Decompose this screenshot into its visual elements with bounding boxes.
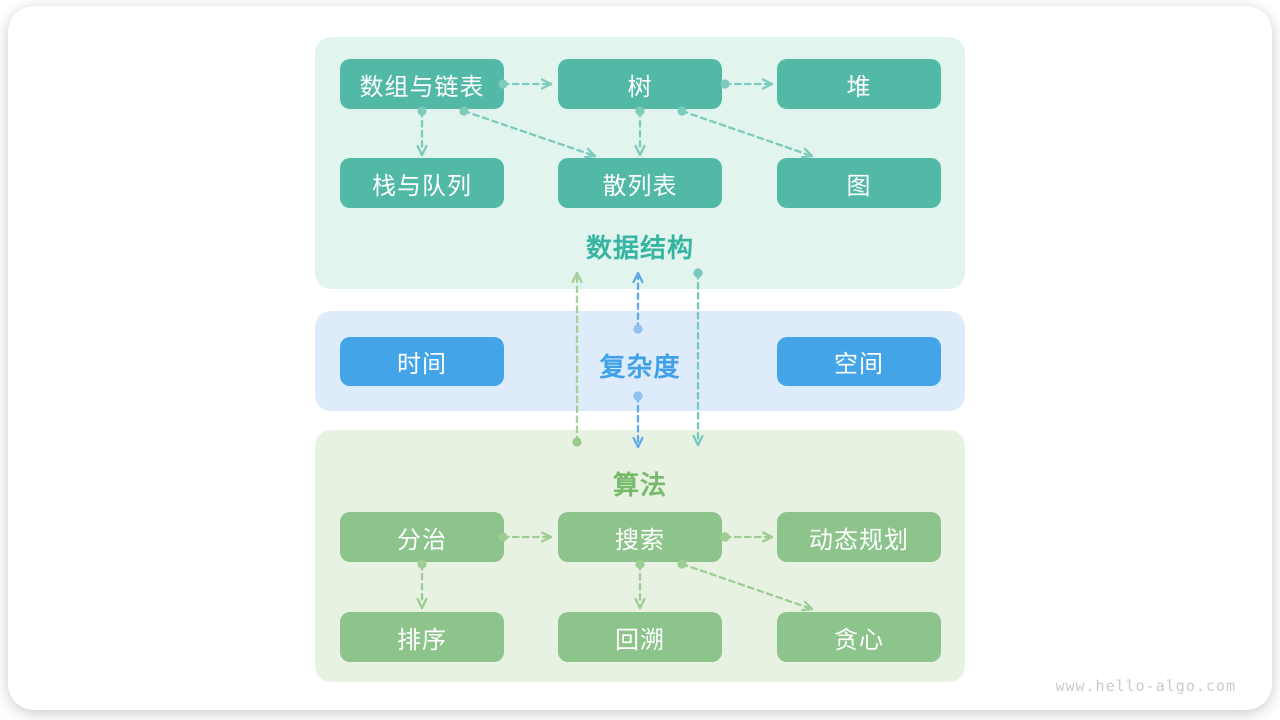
- node-stack-queue: 栈与队列: [340, 158, 504, 208]
- node-divide-conquer: 分治: [340, 512, 504, 562]
- node-heap: 堆: [777, 59, 941, 109]
- node-search: 搜索: [558, 512, 722, 562]
- watermark-url: www.hello-algo.com: [1055, 677, 1236, 695]
- node-dynamic-programming: 动态规划: [777, 512, 941, 562]
- node-time: 时间: [340, 337, 504, 386]
- label-complexity: 复杂度: [599, 352, 681, 382]
- node-tree: 树: [558, 59, 722, 109]
- label-data-structures: 数据结构: [585, 233, 694, 263]
- node-backtracking: 回溯: [558, 612, 722, 662]
- node-sorting: 排序: [340, 612, 504, 662]
- node-arrays-linked-lists: 数组与链表: [340, 59, 504, 109]
- node-space: 空间: [777, 337, 941, 386]
- label-algorithms: 算法: [612, 470, 667, 500]
- node-graph: 图: [777, 158, 941, 208]
- node-greedy: 贪心: [777, 612, 941, 662]
- node-hash-table: 散列表: [558, 158, 722, 208]
